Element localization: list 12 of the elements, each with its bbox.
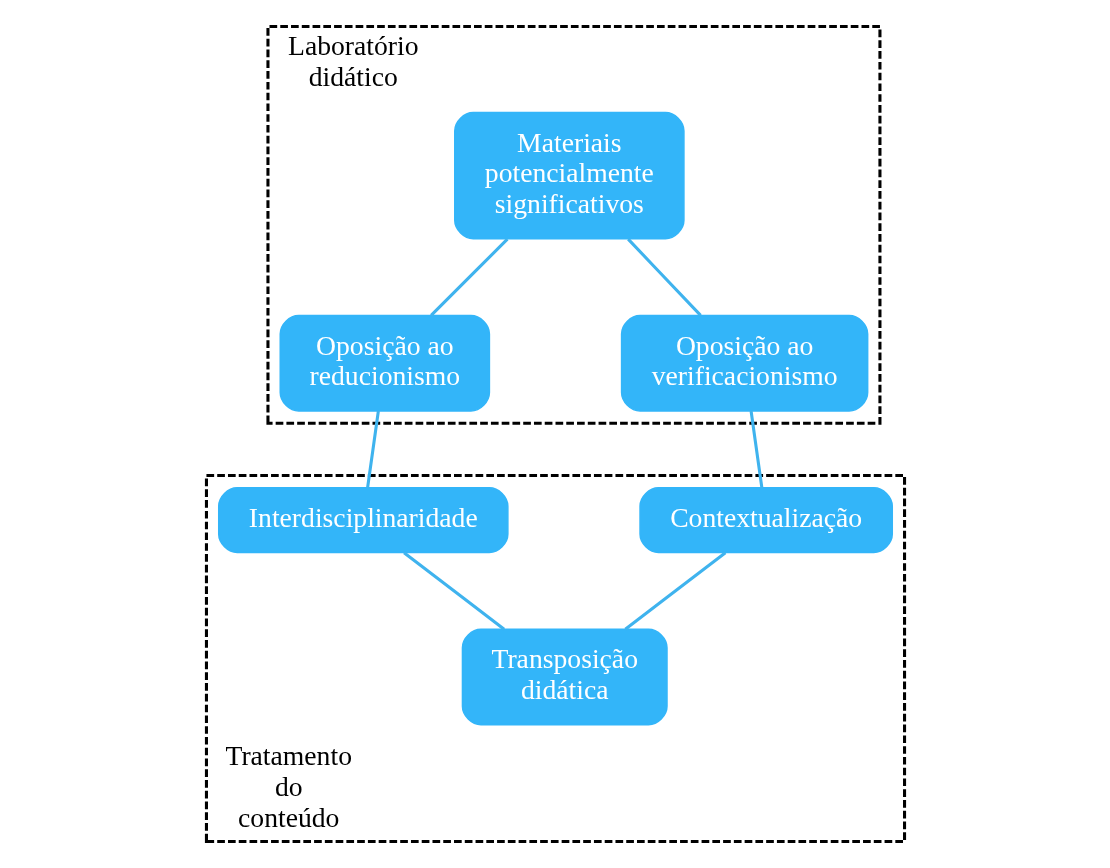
node-box: Materiais potencialmente significativos — [453, 111, 685, 240]
connector — [623, 551, 726, 631]
node-box: Transposição didática — [461, 628, 668, 726]
node-box: Interdisciplinaridade — [217, 487, 509, 554]
node-box: Contextualização — [638, 487, 893, 554]
connector — [626, 238, 702, 317]
connector — [749, 410, 763, 488]
connector — [402, 551, 505, 631]
node-box: Oposição ao verificacionismo — [620, 314, 868, 412]
connector — [429, 238, 508, 317]
node-box: Oposição ao reducionismo — [279, 314, 490, 412]
connector — [365, 410, 380, 488]
